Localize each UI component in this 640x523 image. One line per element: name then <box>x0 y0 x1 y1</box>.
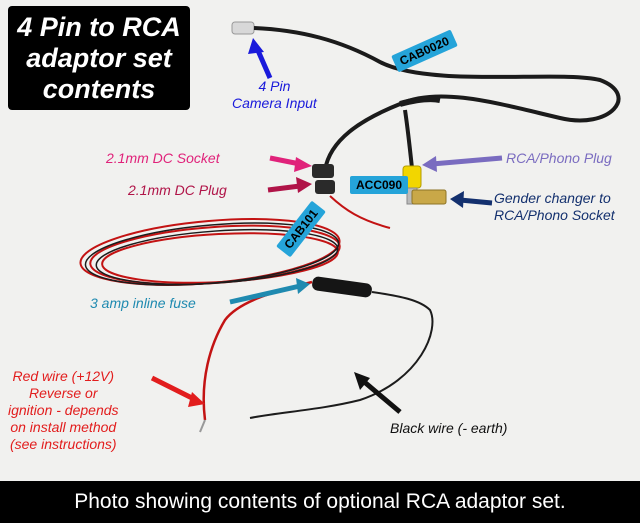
dc-socket-shape <box>312 164 334 178</box>
black-wire-label: Black wire (- earth) <box>390 420 508 436</box>
gender-changer-arrow-head <box>450 191 464 208</box>
red-wire-label-line-1: Red wire (+12V) <box>12 368 115 384</box>
title-box: 4 Pin to RCA adaptor set contents <box>8 6 190 110</box>
gender-changer-arrow <box>459 197 493 206</box>
dc-socket-arrow-head <box>294 157 312 172</box>
gender-changer-label: Gender changer to RCA/Phono Socket <box>494 190 615 224</box>
lead-to-plug <box>329 195 391 229</box>
dc-socket-label: 2.1mm DC Socket <box>106 150 220 166</box>
dc-socket-arrow <box>269 155 301 167</box>
black-lead <box>249 291 434 419</box>
dc-plug-arrow <box>267 183 301 193</box>
dc-plug-shape <box>315 180 335 194</box>
tag-acc090: ACC090 <box>350 176 409 194</box>
camera-connector <box>231 21 255 35</box>
black-wire-arrow <box>360 378 402 414</box>
fuse-holder <box>312 276 372 298</box>
camera-input-label-line-2: Camera Input <box>232 95 317 111</box>
black-wire-arrow-head <box>354 372 370 390</box>
red-lead-end <box>199 419 206 433</box>
power-lead-coils-black <box>84 222 340 286</box>
dc-plug-label: 2.1mm DC Plug <box>128 182 227 198</box>
rca-plug-label: RCA/Phono Plug <box>506 150 612 166</box>
red-wire-label-line-5: (see instructions) <box>9 436 117 452</box>
red-wire-label-line-2: Reverse or <box>29 385 98 401</box>
gender-changer-label-line-1: Gender changer to <box>494 190 611 206</box>
gender-changer-shape <box>411 189 447 205</box>
rca-plug-arrow <box>431 155 503 167</box>
camera-input-arrow-head <box>248 38 264 54</box>
red-wire-label: Red wire (+12V) Reverse or ignition - de… <box>8 368 119 453</box>
title-line-1: 4 Pin to RCA <box>17 11 181 42</box>
camera-input-label: 4 Pin Camera Input <box>232 78 317 112</box>
camera-input-label-line-1: 4 Pin <box>258 78 291 94</box>
camera-cable <box>253 26 621 171</box>
rca-cable <box>403 109 414 169</box>
rca-plug-arrow-head <box>422 156 437 172</box>
red-wire-arrow-head <box>188 392 205 407</box>
fuse-label: 3 amp inline fuse <box>90 295 196 311</box>
title-line-2: adaptor set <box>26 42 172 73</box>
gender-changer-label-line-2: RCA/Phono Socket <box>494 207 615 223</box>
red-wire-label-line-4: on install method <box>10 419 117 435</box>
red-wire-arrow <box>150 375 198 403</box>
red-wire-label-line-3: ignition - depends <box>8 402 119 418</box>
caption-bar: Photo showing contents of optional RCA a… <box>0 481 640 523</box>
dc-plug-arrow-head <box>296 177 312 193</box>
fuse-arrow <box>229 283 301 305</box>
red-lead <box>202 280 313 421</box>
cable-junction <box>399 96 441 107</box>
fuse-arrow-head <box>296 278 310 294</box>
title-line-3: contents <box>42 73 156 104</box>
